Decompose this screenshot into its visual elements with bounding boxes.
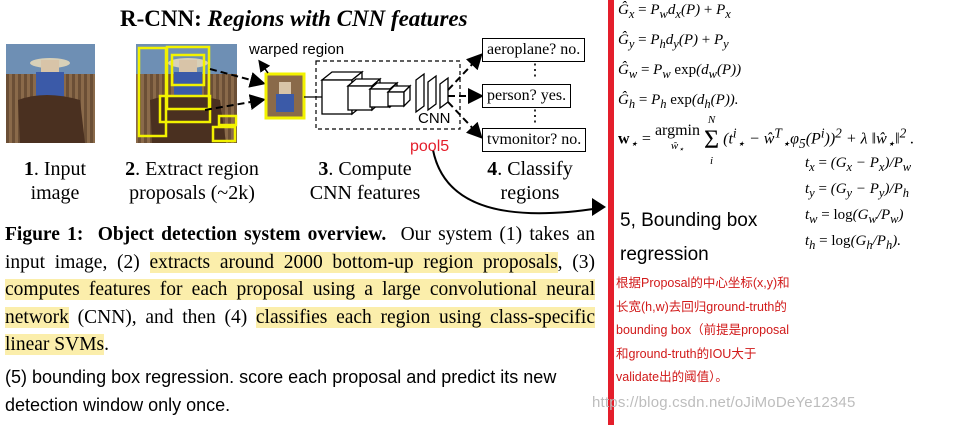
title-italic: Regions with CNN features — [207, 6, 468, 31]
warped-region — [264, 72, 306, 120]
step-4-label: 4. Classify regions — [487, 158, 573, 204]
eq-tx: tx = (Gx − Px)/Pw — [805, 155, 912, 174]
ellipsis-2: ⋮ — [527, 108, 543, 125]
pool5-label: pool5 — [410, 138, 450, 155]
class-box-person: person? yes. — [482, 84, 572, 108]
eq-tw: tw = log(Gw/Pw) — [805, 207, 904, 226]
eq-gx: Ĝx = Pwdx(P) + Px — [618, 2, 731, 21]
watermark: https://blog.csdn.net/oJiMoDeYe12345 — [592, 394, 856, 411]
figure-caption: Figure 1: Object detection system overvi… — [5, 224, 596, 355]
eq-gy: Ĝy = Phdy(P) + Py — [618, 32, 729, 51]
eq-gw: Ĝw = Pw exp(dw(P)) — [618, 62, 742, 81]
cnn-label: CNN — [418, 110, 451, 127]
step-2-label: 2. Extract region proposals (~2k) — [125, 158, 259, 204]
eq-th: th = log(Gh/Ph). — [805, 233, 901, 252]
warped-region-label: warped region — [248, 41, 344, 58]
class-box-tvmonitor: tvmonitor? no. — [482, 128, 587, 152]
step-1-label: 1. Input image — [23, 158, 87, 204]
chinese-note: 根据Proposal的中心坐标(x,y)和长宽(h,w)去回归ground-tr… — [616, 276, 790, 384]
input-image — [6, 44, 95, 143]
step-3-label: 3. Compute CNN features — [309, 158, 421, 204]
figure-title: R-CNN: Regions with CNN features — [120, 6, 468, 32]
red-divider — [608, 0, 614, 425]
ellipsis-1: ⋮ — [527, 62, 543, 79]
proposal-boxes — [137, 45, 238, 143]
rcnn-figure: warped region CNN — [6, 41, 606, 216]
title-bold: R-CNN: — [120, 6, 202, 31]
class-box-aeroplane: aeroplane? no. — [482, 38, 586, 62]
pool5-arrow — [432, 149, 601, 215]
eq-gh: Ĝh = Ph exp(dh(P)). — [618, 92, 739, 111]
cnn-layers — [320, 70, 449, 116]
proposals-image — [136, 44, 238, 143]
note-bbox-regression: (5) bounding box regression. score each … — [5, 367, 557, 415]
eq-ty: ty = (Gy − Py)/Ph — [805, 181, 910, 200]
section-5-title: 5, Bounding box regression — [620, 210, 758, 265]
